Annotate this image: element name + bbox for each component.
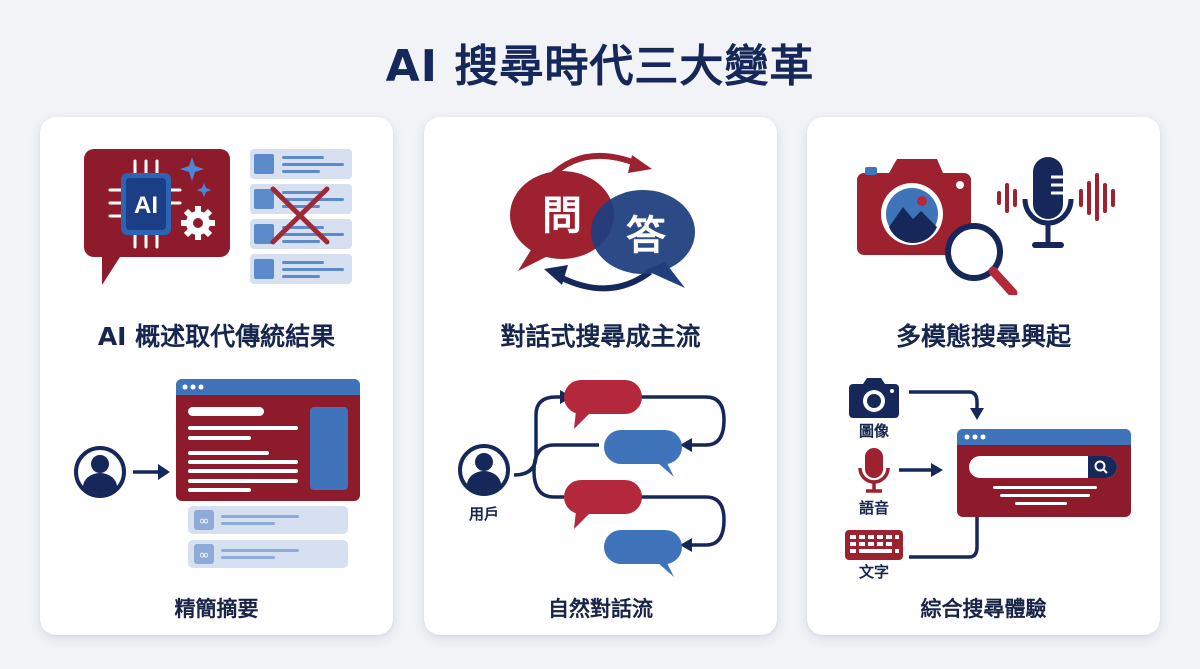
browser-window-icon	[176, 379, 360, 501]
sparkle-icon	[180, 157, 204, 181]
user-icon	[74, 446, 126, 498]
input-label-text: 文字	[858, 563, 889, 581]
question-bubble-icon: 問	[510, 171, 614, 271]
arrow-right-icon	[133, 464, 170, 480]
chat-flow-icon	[458, 380, 726, 577]
gear-icon	[181, 206, 215, 240]
input-label-image: 圖像	[858, 422, 889, 440]
qa-illustration: 問 答	[510, 152, 695, 292]
card-heading: 多模態搜尋興起	[895, 322, 1071, 351]
user-label: 用戶	[468, 505, 499, 523]
microphone-icon	[1022, 157, 1074, 248]
card-multimodal-search: 多模態搜尋興起	[807, 117, 1160, 635]
ai-summary-illustration: ∞ ∞	[74, 379, 360, 568]
multimodal-illustration	[857, 157, 1115, 295]
card-ai-overview: AI	[40, 117, 393, 635]
ai-overview-illustration: AI	[84, 149, 352, 285]
svg-text:∞: ∞	[199, 548, 210, 563]
card-caption: 自然對話流	[548, 597, 653, 621]
microphone-icon	[858, 448, 890, 493]
card-heading: 對話式搜尋成主流	[500, 322, 701, 351]
cross-icon	[270, 186, 330, 245]
card-caption: 精簡摘要	[174, 597, 259, 621]
camera-icon	[849, 378, 899, 418]
browser-search-icon	[957, 429, 1131, 517]
sound-wave-icon	[997, 173, 1115, 221]
page-title: AI 搜尋時代三大變革	[385, 41, 815, 92]
card-caption: 綜合搜尋體驗	[920, 597, 1047, 621]
card-heading: AI 概述取代傳統結果	[97, 322, 336, 351]
magnifier-icon	[945, 223, 1018, 295]
ai-chip-icon	[108, 159, 182, 249]
answer-bubble-icon: 答	[591, 190, 695, 288]
answer-label: 答	[626, 213, 667, 259]
link-icon: ∞ ∞	[188, 506, 348, 568]
card-conversational-search: 問 答 對話式搜尋成主流	[424, 117, 777, 635]
camera-icon	[857, 159, 971, 255]
cycle-arrows-icon	[544, 152, 652, 292]
keyboard-icon	[845, 530, 903, 560]
svg-text:∞: ∞	[199, 514, 210, 529]
user-icon	[458, 444, 510, 496]
question-label: 問	[542, 193, 582, 239]
unified-search-illustration	[845, 378, 1131, 560]
ai-chip-label: AI	[134, 192, 158, 219]
input-label-voice: 語音	[858, 499, 889, 517]
